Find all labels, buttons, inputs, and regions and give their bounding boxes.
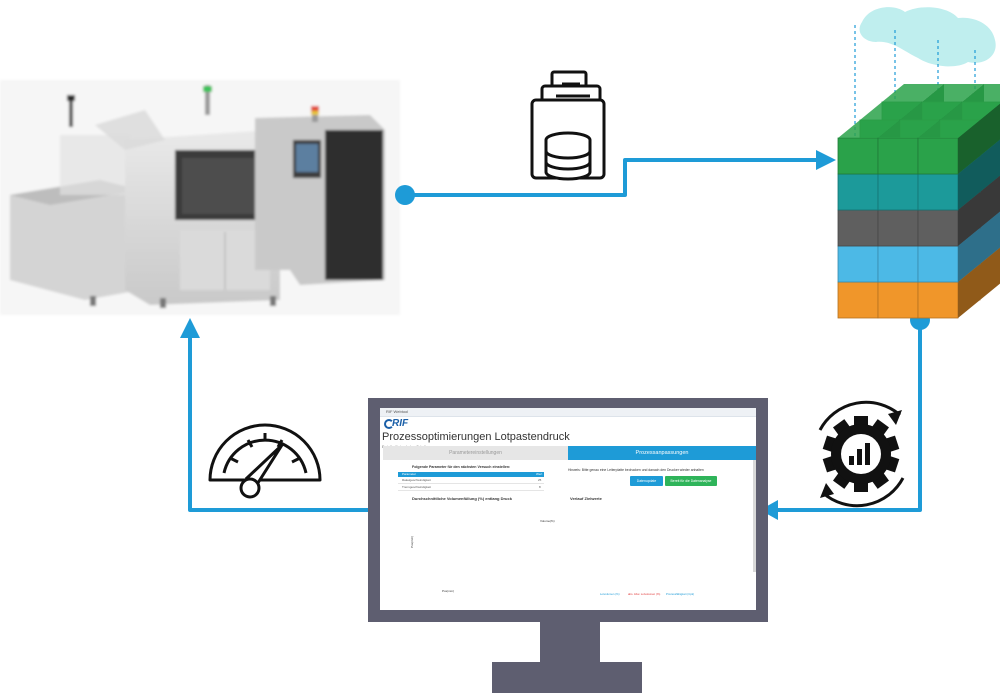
- table-cell: 8: [539, 485, 541, 489]
- table-header-cell: Wert: [536, 472, 543, 476]
- cube-block: [877, 245, 919, 283]
- cube-block: [837, 209, 879, 247]
- data-cloud: [859, 7, 996, 67]
- window-title: RIF Webtool: [386, 409, 409, 414]
- cube-block: [917, 209, 959, 247]
- dashboard-screen: RIF Webtool RIF Prozessoptimierungen Lot…: [380, 408, 756, 610]
- gauge-icon: [208, 423, 322, 499]
- legend-item: abs. Abw. Lotvolumen (%): [628, 592, 661, 596]
- cube-block-side: [980, 139, 1000, 192]
- button-label: Datenupdate: [636, 479, 657, 483]
- hint-text: Hinweis: Bitte genau eine Leiterplatte b…: [568, 468, 704, 472]
- logo-text: RIF: [392, 418, 409, 429]
- window-titlebar: RIF Webtool: [380, 408, 756, 417]
- page-title: Prozessoptimierungen Lotpastendruck: [382, 431, 570, 443]
- cube-block: [837, 137, 879, 175]
- cube-block-top: [878, 120, 940, 138]
- database-document-icon: [530, 70, 606, 181]
- smt-printer-machine: [0, 80, 400, 315]
- flow-connectors: [188, 158, 922, 512]
- button-label: Bereit für die Datenanalyse: [670, 479, 712, 483]
- cube-block-side: [980, 247, 1000, 300]
- params-table: Parameter Wert Rakelgeschwindigkeit 25 T…: [398, 472, 544, 491]
- rif-logo: RIF: [384, 418, 414, 432]
- cube-block: [917, 137, 959, 175]
- heatmap-xlabel: Pos(mm): [442, 589, 455, 593]
- colorbar-label: Volume(%): [540, 519, 555, 523]
- table-row: Rakelgeschwindigkeit 25: [398, 477, 544, 484]
- cube-block-top: [940, 102, 1000, 120]
- cube-block-top: [918, 120, 980, 138]
- table-header-cell: Parameter: [402, 472, 417, 476]
- heatmap-caption: Durchschnittliche Volumenfüllung (%) ent…: [412, 496, 512, 501]
- table-header: Parameter Wert: [398, 472, 544, 477]
- scrollbar[interactable]: [753, 460, 756, 572]
- cube-block: [837, 173, 879, 211]
- cube-block-side: [980, 103, 1000, 156]
- tab-parametereinstellungen[interactable]: Parametereinstellungen: [383, 446, 568, 460]
- trend-caption: Verlauf Zielwerte: [570, 496, 602, 501]
- cube-block-top: [838, 120, 900, 138]
- table-cell: 25: [538, 478, 542, 482]
- cube-block-top: [882, 84, 944, 102]
- gear-analytics-icon: [818, 400, 905, 508]
- data-cube-icon: [837, 84, 1000, 319]
- tab-prozessanpassungen[interactable]: Prozessanpassungen: [568, 446, 756, 460]
- tab-label: Prozessanpassungen: [635, 450, 689, 456]
- logo-mark-icon: [384, 419, 394, 429]
- cube-block: [917, 173, 959, 211]
- legend-item: Lotvolumen (%): [600, 592, 620, 596]
- legend-item: Prozessfähigkeit (Cpk): [666, 592, 695, 596]
- cube-block-side: [980, 175, 1000, 228]
- params-heading: Folgende Parameter für den nächsten Vers…: [412, 465, 511, 469]
- cube-block-top: [922, 84, 984, 102]
- cube-block: [837, 281, 879, 319]
- heatmap-ylabel: Pos(mm): [410, 535, 414, 548]
- cube-block: [877, 209, 919, 247]
- cube-block-top: [962, 84, 1000, 102]
- cube-block-top: [900, 102, 962, 120]
- table-cell: Trenngeschwindigkeit: [402, 485, 431, 489]
- cube-block: [877, 173, 919, 211]
- cube-block-side: [980, 211, 1000, 264]
- tab-label: Parametereinstellungen: [449, 450, 502, 456]
- cube-block: [917, 281, 959, 319]
- table-row: Trenngeschwindigkeit 8: [398, 484, 544, 491]
- cube-block: [837, 245, 879, 283]
- datenanalyse-button[interactable]: Bereit für die Datenanalyse: [665, 476, 717, 486]
- table-cell: Rakelgeschwindigkeit: [402, 478, 431, 482]
- datenupdate-button[interactable]: Datenupdate: [630, 476, 663, 486]
- cube-block-top: [860, 102, 922, 120]
- cube-block: [917, 245, 959, 283]
- cube-block: [877, 137, 919, 175]
- cube-block: [877, 281, 919, 319]
